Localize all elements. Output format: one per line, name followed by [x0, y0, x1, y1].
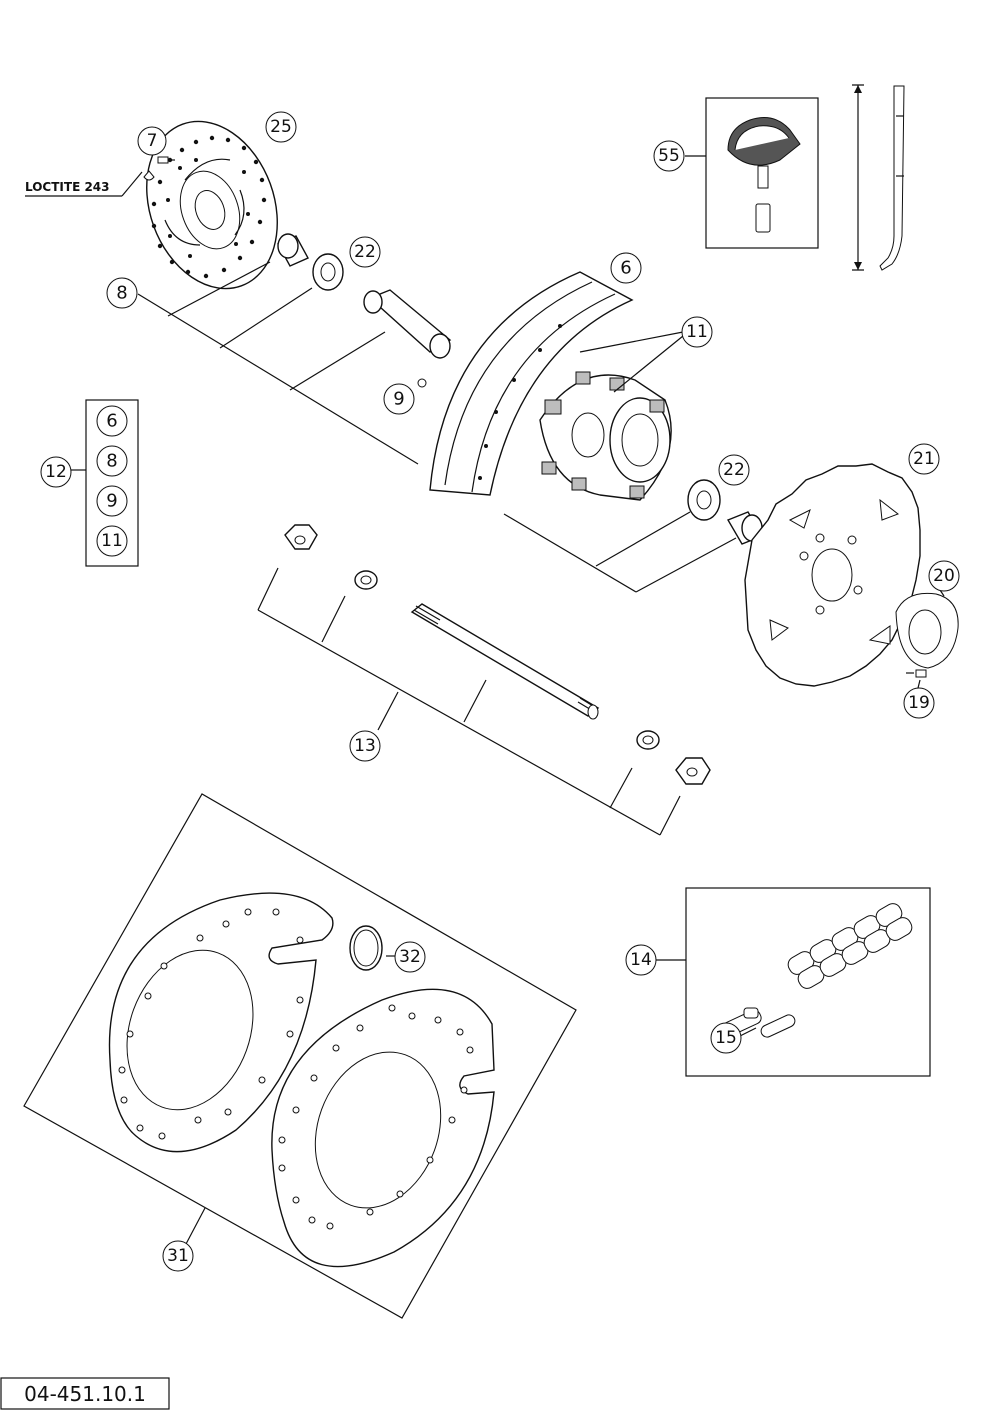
callout-11-label: 11: [686, 322, 708, 342]
callout-9: 9: [383, 383, 415, 415]
callout-13-label: 13: [354, 736, 376, 756]
axle-drawing: [284, 524, 711, 785]
callout-19: 19: [903, 687, 935, 719]
callout-8-label: 8: [116, 283, 127, 304]
kit-12-item-11: 11: [96, 525, 128, 557]
callout-55: 55: [653, 140, 685, 172]
brake-disc-drawing: [143, 120, 278, 290]
callout-9-label: 9: [393, 389, 404, 410]
hub-spacers-drawing: [277, 233, 452, 388]
callout-8: 8: [106, 277, 138, 309]
callout-32: 32: [394, 941, 426, 973]
callout-11: 11: [681, 316, 713, 348]
document-number-box: 04-451.10.1: [0, 1377, 170, 1410]
callout-32-label: 32: [399, 947, 421, 967]
callout-20-label: 20: [933, 566, 955, 586]
callout-55-label: 55: [658, 146, 680, 166]
kit-12-item-8-label: 8: [106, 451, 117, 472]
callout-13: 13: [349, 730, 381, 762]
right-spacers-drawing: [687, 479, 764, 545]
callout-6: 6: [610, 252, 642, 284]
callout-21: 21: [908, 443, 940, 475]
kit-12-item-9-label: 9: [106, 491, 117, 512]
callout-14: 14: [625, 944, 657, 976]
callout-15-label: 15: [715, 1028, 737, 1048]
callout-22-right: 22: [718, 454, 750, 486]
loctite-note: LOCTITE 243: [25, 180, 110, 194]
kit-12-item-6-label: 6: [106, 411, 117, 432]
chain-box: [685, 887, 931, 1077]
leader-lines: [25, 155, 945, 1245]
kit-12-item-8: 8: [96, 445, 128, 477]
valve-kit-box: [705, 84, 905, 271]
callout-12-label: 12: [45, 462, 67, 482]
callout-19-label: 19: [908, 693, 930, 713]
kit-12-box: [85, 399, 139, 567]
callout-22-left: 22: [349, 236, 381, 268]
callout-12: 12: [40, 456, 72, 488]
disc-cover-sheet: [23, 793, 577, 1319]
kit-12-item-9: 9: [96, 485, 128, 517]
kit-12-item-11-label: 11: [101, 531, 123, 551]
sprocket-drawing: [744, 463, 959, 687]
document-number: 04-451.10.1: [24, 1382, 146, 1406]
kit-12-item-6: 6: [96, 405, 128, 437]
callout-15: 15: [710, 1022, 742, 1054]
callout-7-label: 7: [147, 131, 158, 151]
callout-31: 31: [162, 1240, 194, 1272]
callout-31-label: 31: [167, 1246, 189, 1266]
wheel-rim-hub-drawing: [429, 271, 684, 501]
callout-6-label: 6: [620, 258, 631, 279]
callout-22-right-label: 22: [723, 460, 745, 480]
callout-22-left-label: 22: [354, 242, 376, 262]
callout-25: 25: [265, 111, 297, 143]
callout-7: 7: [137, 126, 167, 156]
callout-25-label: 25: [270, 117, 292, 137]
callout-21-label: 21: [913, 449, 935, 469]
callout-14-label: 14: [630, 950, 652, 970]
callout-20: 20: [928, 560, 960, 592]
